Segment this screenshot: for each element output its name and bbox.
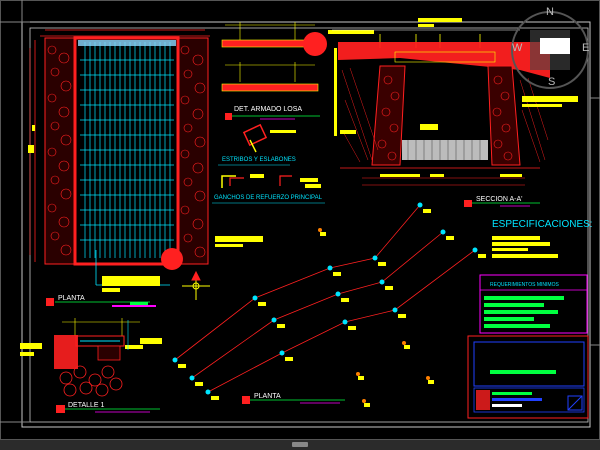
detail-1-title: DETALLE 1: [68, 402, 105, 409]
title-block: [467, 335, 589, 419]
section-aa-view: [332, 18, 578, 207]
compass-east-label: E: [582, 42, 590, 54]
resize-handle[interactable]: [292, 442, 308, 447]
profile-leaders: [172, 202, 486, 407]
plan-view-foundation: [28, 29, 263, 307]
compass-west-label: W: [512, 42, 523, 54]
plan-title-left: PLANTA: [58, 295, 85, 302]
stirrups-title: ESTRIBOS Y ESLABONES: [222, 157, 296, 163]
specifications-block: [479, 236, 588, 334]
detail-1-view: [20, 318, 162, 413]
north-arrow-icon: [182, 270, 210, 300]
compass-south-label: S: [548, 76, 556, 88]
slab-detail-top: [221, 22, 374, 120]
requirements-title: REQUERIMIENTOS MINIMOS: [490, 282, 559, 288]
plan-title-bottom: PLANTA: [254, 393, 281, 400]
status-bar: [0, 440, 600, 450]
section-title: SECCION A-A': [476, 196, 523, 203]
stirrups-hooks-detail: [212, 123, 325, 204]
hooks-title: GANCHOS DE REFUERZO PRINCIPAL: [214, 195, 322, 201]
slab-detail-title: DET. ARMADO LOSA: [234, 106, 303, 113]
compass-north-label: N: [546, 6, 554, 18]
compass-rose-icon: [511, 11, 589, 89]
specifications-title: ESPECIFICACIONES:: [492, 219, 593, 230]
planta-markers: [46, 298, 345, 404]
